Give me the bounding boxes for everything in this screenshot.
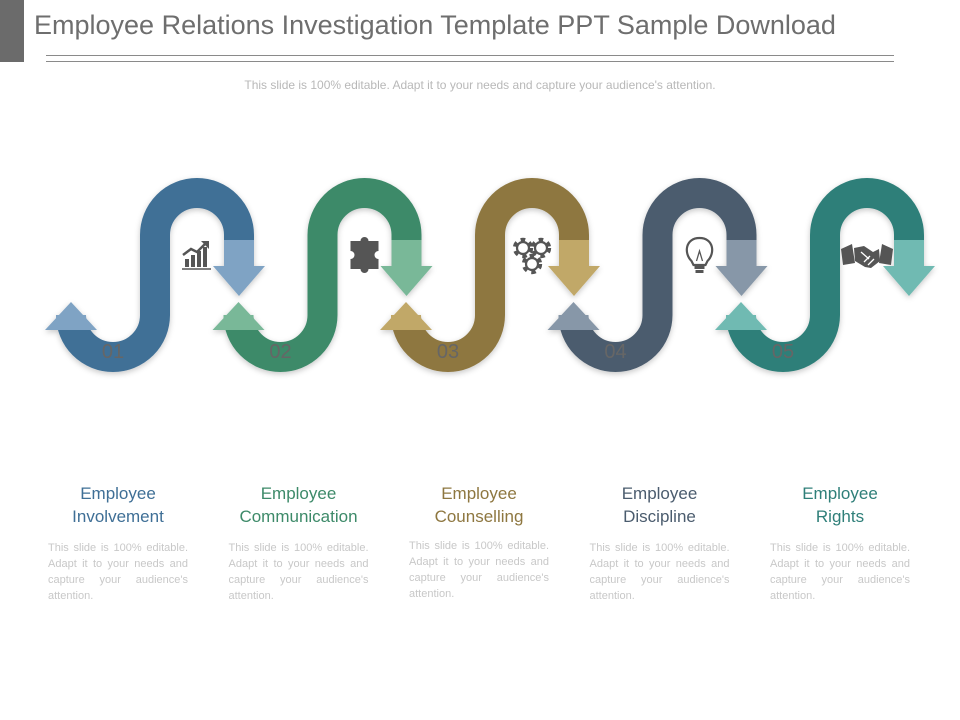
step-title-line1: Employee <box>80 484 156 503</box>
lightbulb-icon <box>685 236 714 273</box>
step-number-4: 04 <box>604 341 626 363</box>
step-title-line2: Communication <box>239 507 358 526</box>
step-title-line1: Employee <box>260 484 337 503</box>
title-rule-bottom <box>46 61 894 62</box>
step-title-line1: Employee <box>441 484 517 503</box>
step-arrow-1 <box>45 178 265 372</box>
step-arrow-5 <box>715 178 935 372</box>
step-title-line1: Employee <box>802 484 878 503</box>
step-description-2: This slide is 100% editable. Adapt it to… <box>228 542 369 602</box>
step-title-line2: Discipline <box>623 507 696 526</box>
title-accent-bar <box>0 0 24 62</box>
step-description-3: This slide is 100% editable. Adapt it to… <box>409 540 549 600</box>
process-arrow-diagram: 01 02 03 04 05 <box>45 178 935 372</box>
title-rule-top <box>46 55 894 56</box>
step-arrow-2 <box>212 178 433 372</box>
step-title-line2: Counselling <box>434 507 524 526</box>
gears-icon <box>512 237 552 275</box>
step-description-5: This slide is 100% editable. Adapt it to… <box>770 542 910 602</box>
step-title-line2: Involvement <box>72 507 164 526</box>
slide-subtitle: This slide is 100% editable. Adapt it to… <box>244 78 716 92</box>
step-arrow-3 <box>380 178 600 372</box>
step-arrow-4 <box>547 178 768 372</box>
step-title-line1: Employee <box>621 484 698 503</box>
handshake-icon <box>841 244 893 268</box>
step-description-1: This slide is 100% editable. Adapt it to… <box>48 542 188 602</box>
step-number-3: 03 <box>437 341 459 363</box>
step-number-2: 02 <box>269 341 291 363</box>
step-title-line2: Rights <box>815 507 865 526</box>
step-number-1: 01 <box>102 341 124 363</box>
slide-title: Employee Relations Investigation Templat… <box>34 10 836 40</box>
step-number-5: 05 <box>772 341 794 363</box>
growth-chart-icon <box>182 241 211 270</box>
puzzle-icon <box>350 237 379 273</box>
step-description-4: This slide is 100% editable. Adapt it to… <box>589 542 730 602</box>
